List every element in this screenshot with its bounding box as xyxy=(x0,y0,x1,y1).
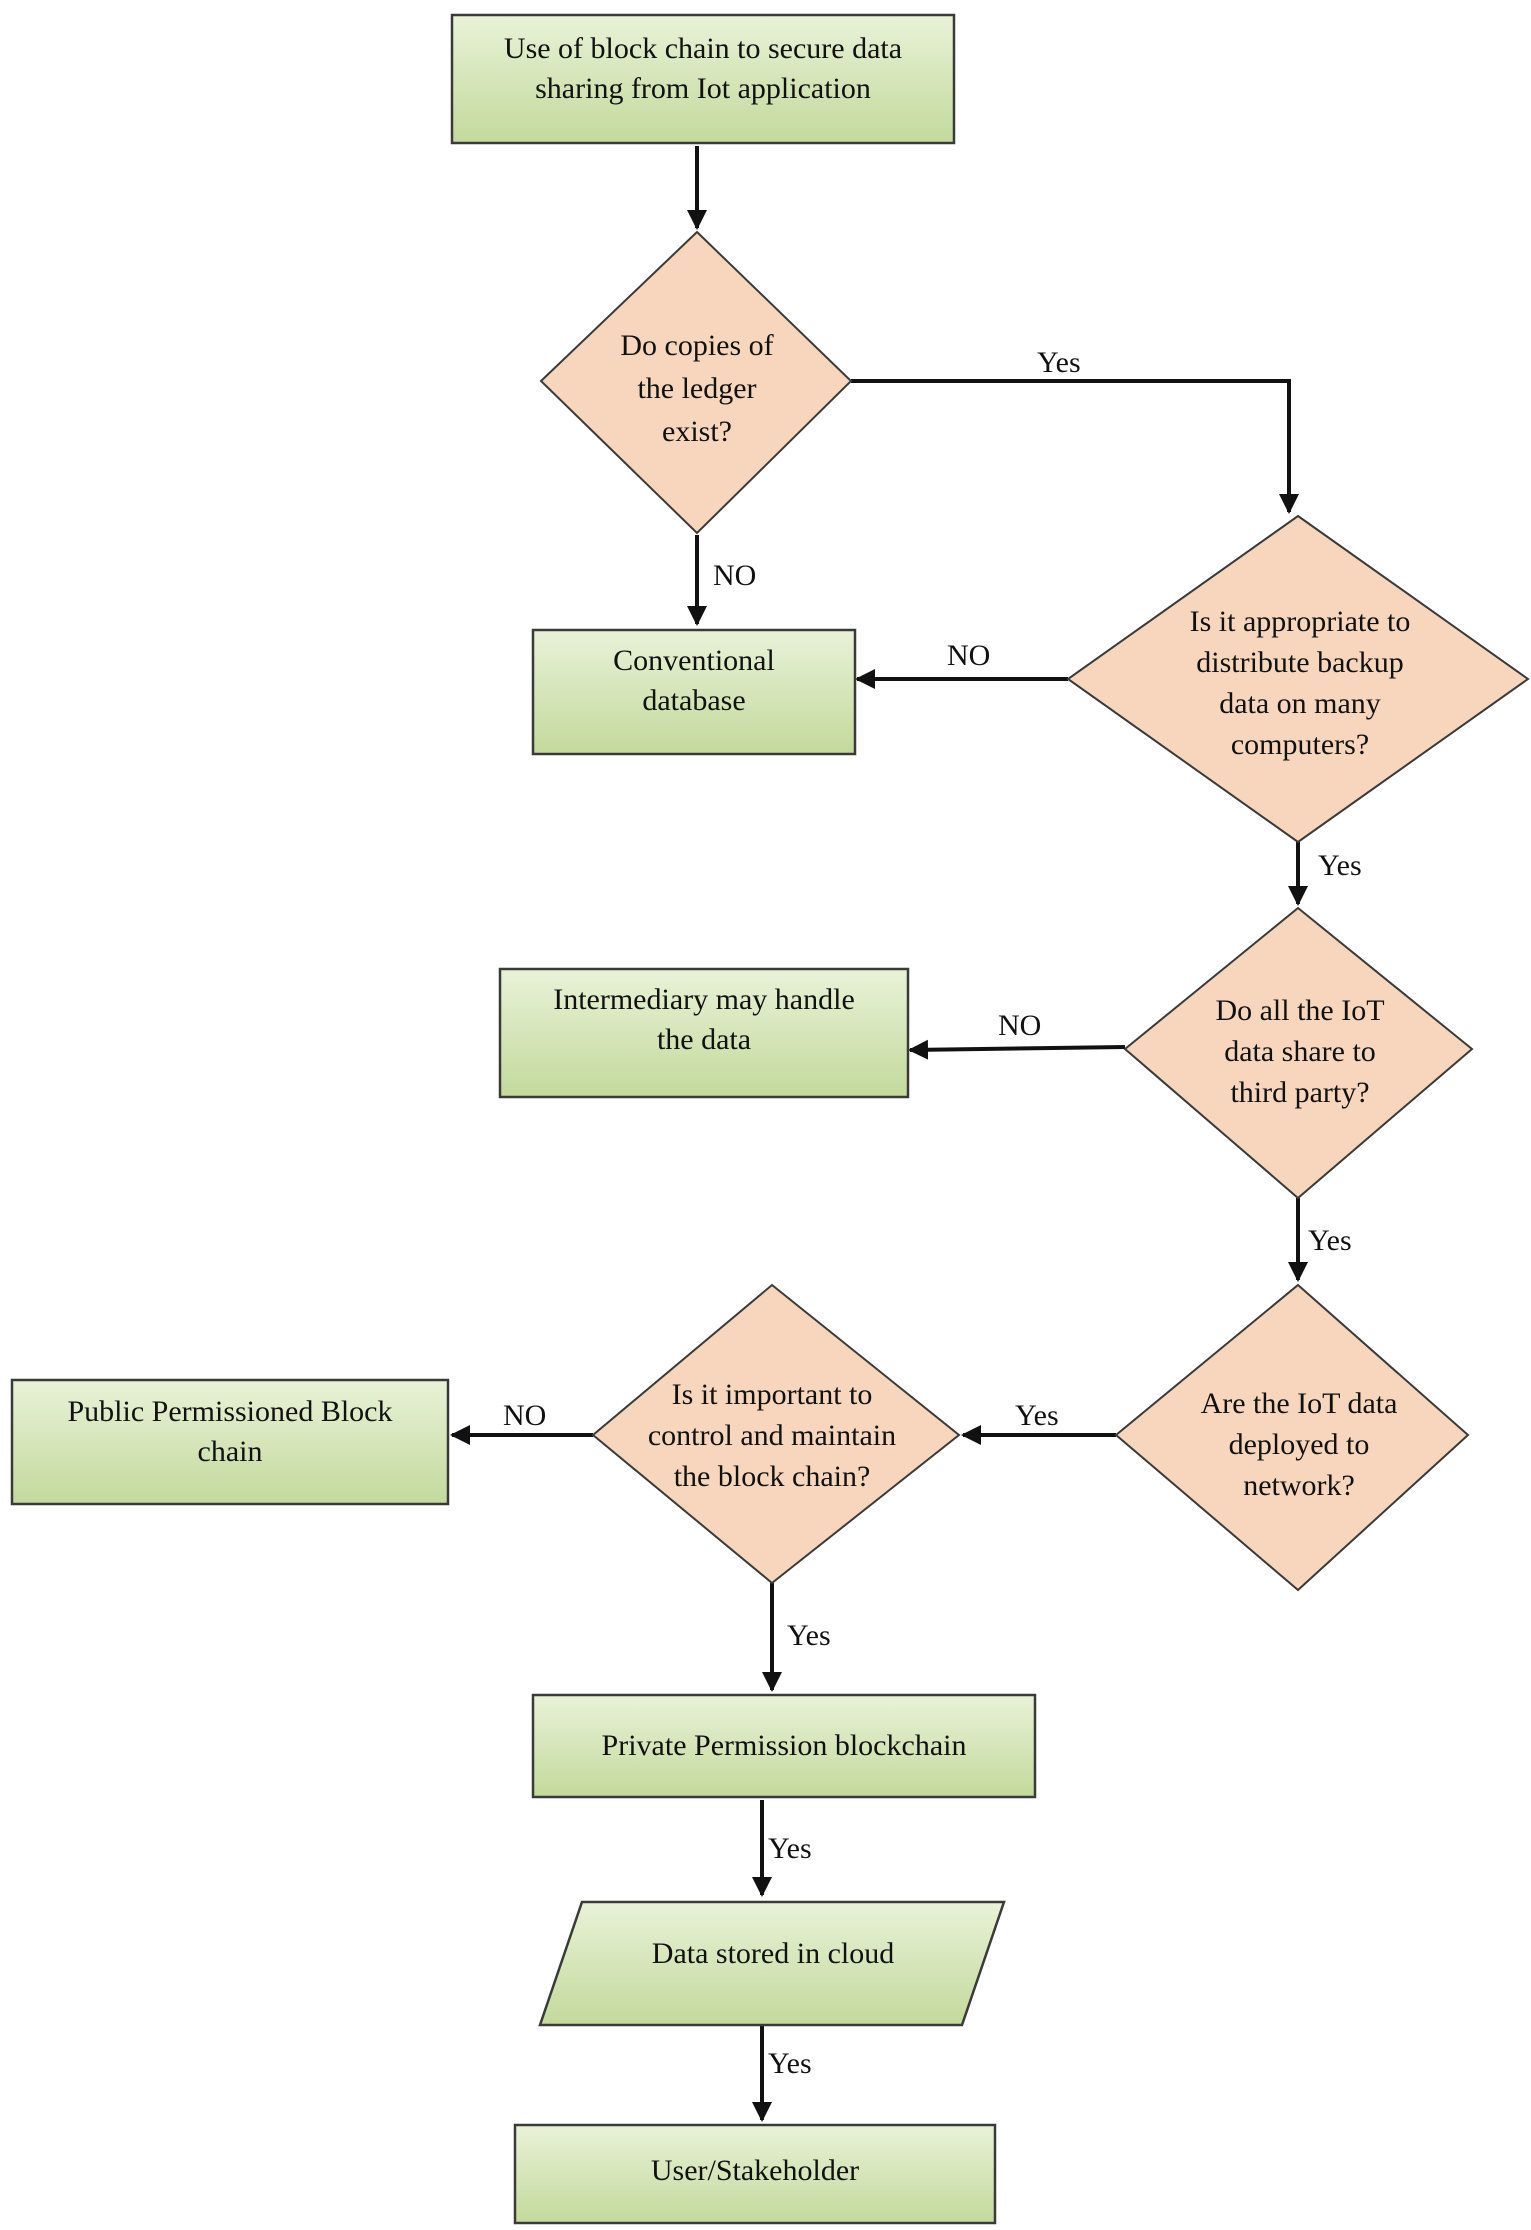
third-party-line-2: data share to xyxy=(1224,1035,1376,1068)
public-permissioned-box: Public Permissioned Block chain xyxy=(10,1378,450,1506)
decision-ledger-copies: Do copies of the ledger exist? xyxy=(539,230,853,535)
edge-ledger-yes xyxy=(851,379,1299,514)
control-line-1: Is it important to xyxy=(672,1378,873,1411)
intermediary-line-1: Intermediary may handle xyxy=(553,983,855,1016)
start-line-2: sharing from Iot application xyxy=(535,72,871,105)
edge-third-party-no xyxy=(908,1039,1126,1060)
private-permission-label: Private Permission blockchain xyxy=(602,1729,967,1762)
control-line-2: control and maintain xyxy=(648,1419,896,1452)
user-label: User/Stakeholder xyxy=(651,2154,859,2187)
conventional-line-1: Conventional xyxy=(613,644,775,677)
edge-label-third-party-no: NO xyxy=(998,1009,1041,1042)
edge-label-backup-yes: Yes xyxy=(1318,849,1362,882)
edge-label-ledger-no: NO xyxy=(713,559,756,592)
edge-label-control-no: NO xyxy=(503,1399,546,1432)
edge-label-private-yes: Yes xyxy=(768,1832,812,1865)
ledger-line-3: exist? xyxy=(662,415,732,448)
edge-label-backup-no: NO xyxy=(947,639,990,672)
public-permissioned-line-1: Public Permissioned Block xyxy=(68,1395,393,1428)
control-line-3: the block chain? xyxy=(674,1460,871,1493)
decision-third-party: Do all the IoT data share to third party… xyxy=(1123,906,1474,1200)
user-stakeholder-box: User/Stakeholder xyxy=(513,2123,997,2225)
decision-distribute-backup: Is it appropriate to distribute backup d… xyxy=(1066,514,1530,844)
public-permissioned-line-2: chain xyxy=(198,1435,263,1468)
private-permission-box: Private Permission blockchain xyxy=(531,1693,1037,1799)
edge-label-cloud-yes: Yes xyxy=(768,2047,812,2080)
edge-label-third-party-yes: Yes xyxy=(1308,1224,1352,1257)
network-line-3: network? xyxy=(1243,1469,1355,1502)
decision-network-deployed: Are the IoT data deployed to network? xyxy=(1114,1283,1470,1592)
decision-control-maintain: Is it important to control and maintain … xyxy=(591,1283,961,1585)
ledger-line-1: Do copies of xyxy=(620,329,773,362)
conventional-line-2: database xyxy=(642,684,745,717)
cloud-storage-parallelogram: Data stored in cloud xyxy=(538,1900,1006,2027)
network-line-2: deployed to xyxy=(1229,1428,1370,1461)
backup-line-1: Is it appropriate to xyxy=(1190,605,1411,638)
backup-line-2: distribute backup xyxy=(1196,646,1403,679)
backup-line-3: data on many xyxy=(1219,687,1381,720)
conventional-database-box: Conventional database xyxy=(531,628,857,756)
intermediary-box: Intermediary may handle the data xyxy=(498,967,910,1099)
network-line-1: Are the IoT data xyxy=(1201,1387,1398,1420)
third-party-line-1: Do all the IoT xyxy=(1215,994,1384,1027)
start-line-1: Use of block chain to secure data xyxy=(504,32,902,65)
start-box: Use of block chain to secure data sharin… xyxy=(450,13,956,145)
edge-label-control-yes: Yes xyxy=(787,1619,831,1652)
edge-label-ledger-yes: Yes xyxy=(1037,346,1081,379)
cloud-label: Data stored in cloud xyxy=(652,1937,894,1970)
backup-line-4: computers? xyxy=(1231,728,1369,761)
ledger-line-2: the ledger xyxy=(637,372,756,405)
intermediary-line-2: the data xyxy=(657,1023,751,1056)
edge-label-network-yes: Yes xyxy=(1015,1399,1059,1432)
third-party-line-3: third party? xyxy=(1230,1076,1369,1109)
